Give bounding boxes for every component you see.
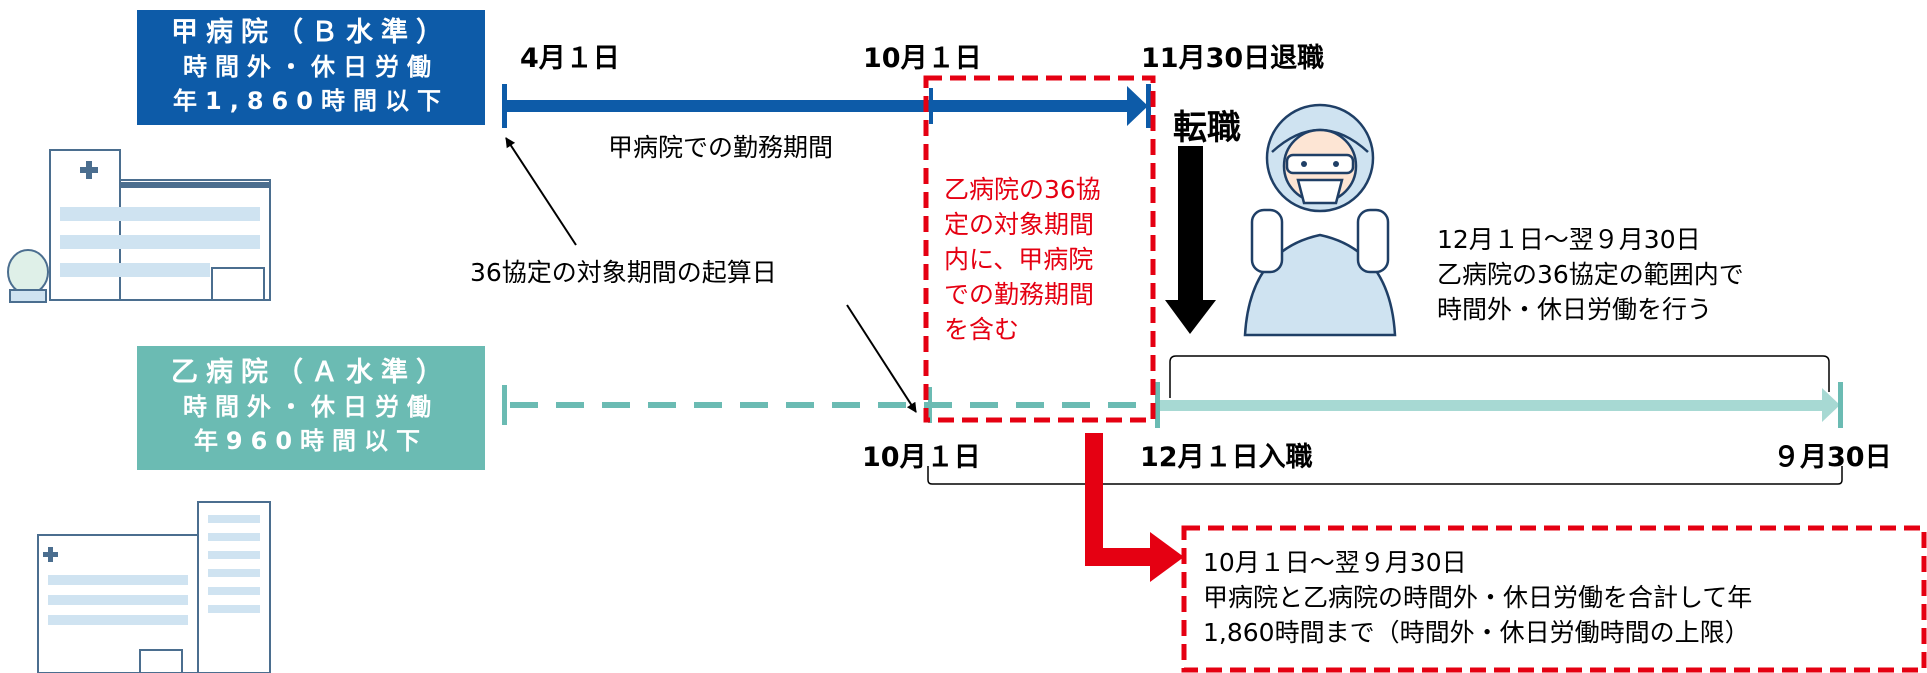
hospital-b-timeline: [502, 382, 1843, 428]
brace-bottom: [927, 466, 1843, 485]
date-sep30: ９月30日: [1773, 442, 1892, 473]
date-nov30-retire: 11月30日退職: [1141, 43, 1325, 74]
hospital-b-box: 乙病院（Ａ水準） 時間外・休日労働 年960時間以下: [137, 346, 485, 470]
start-date-label: 36協定の対象期間の起算日: [470, 258, 777, 287]
right-note-line: 時間外・休日労働を行う: [1437, 295, 1713, 324]
date-oct1-bottom: 10月１日: [862, 442, 981, 473]
date-apr1: 4月１日: [520, 43, 620, 74]
red-box-line: を含む: [944, 315, 1020, 344]
date-oct1-top: 10月１日: [863, 43, 982, 74]
bottom-dashed-box: [1181, 525, 1927, 673]
red-box-line: 定の対象期間: [944, 210, 1095, 239]
red-box-line: 乙病院の36協: [944, 175, 1101, 204]
date-dec1-hire: 12月１日入職: [1140, 442, 1313, 473]
bottom-note-line: 10月１日～翌９月30日: [1203, 548, 1467, 577]
red-box-note: 乙病院の36協 定の対象期間 内に、甲病院 での勤務期間 を含む: [944, 172, 1101, 347]
start-date-arrow: [505, 137, 577, 246]
hospital-a-box: 甲病院（Ｂ水準） 時間外・休日労働 年1,860時間以下: [137, 10, 485, 125]
job-change-label: 転職: [1173, 108, 1241, 148]
hospital-b-limit: 年960時間以下: [193, 427, 429, 455]
right-note-line: 12月１日～翌９月30日: [1437, 225, 1701, 254]
red-dashed-box: [923, 75, 1156, 423]
hospital-a-building: [7, 149, 271, 303]
bottom-note: 10月１日～翌９月30日 甲病院と乙病院の時間外・休日労働を合計して年 1,86…: [1203, 545, 1752, 650]
red-box-line: 内に、甲病院: [944, 245, 1094, 274]
worker-illustration: [1243, 103, 1397, 337]
job-change-arrow: [1165, 146, 1216, 334]
right-note: 12月１日～翌９月30日 乙病院の36協定の範囲内で 時間外・休日労働を行う: [1437, 222, 1744, 327]
red-elbow-arrow: [1085, 433, 1184, 582]
oct1-arrow: [846, 304, 917, 413]
bottom-note-line: 甲病院と乙病院の時間外・休日労働を合計して年: [1203, 583, 1753, 612]
hospital-b-building: [37, 501, 271, 673]
hospital-a-name: 甲病院（Ｂ水準）: [171, 17, 451, 48]
hospital-b-overtime-label: 時間外・休日労働: [183, 393, 439, 421]
hospital-a-timeline: [502, 84, 1151, 128]
bottom-note-line: 1,860時間まで（時間外・休日労働時間の上限）: [1203, 618, 1750, 647]
hospital-b-name: 乙病院（Ａ水準）: [171, 357, 451, 388]
work-period-label: 甲病院での勤務期間: [608, 133, 834, 162]
hospital-a-limit: 年1,860時間以下: [173, 87, 449, 115]
red-box-line: での勤務期間: [944, 280, 1095, 309]
brace-top: [1169, 355, 1830, 398]
hospital-a-overtime-label: 時間外・休日労働: [183, 53, 439, 81]
right-note-line: 乙病院の36協定の範囲内で: [1437, 260, 1744, 289]
